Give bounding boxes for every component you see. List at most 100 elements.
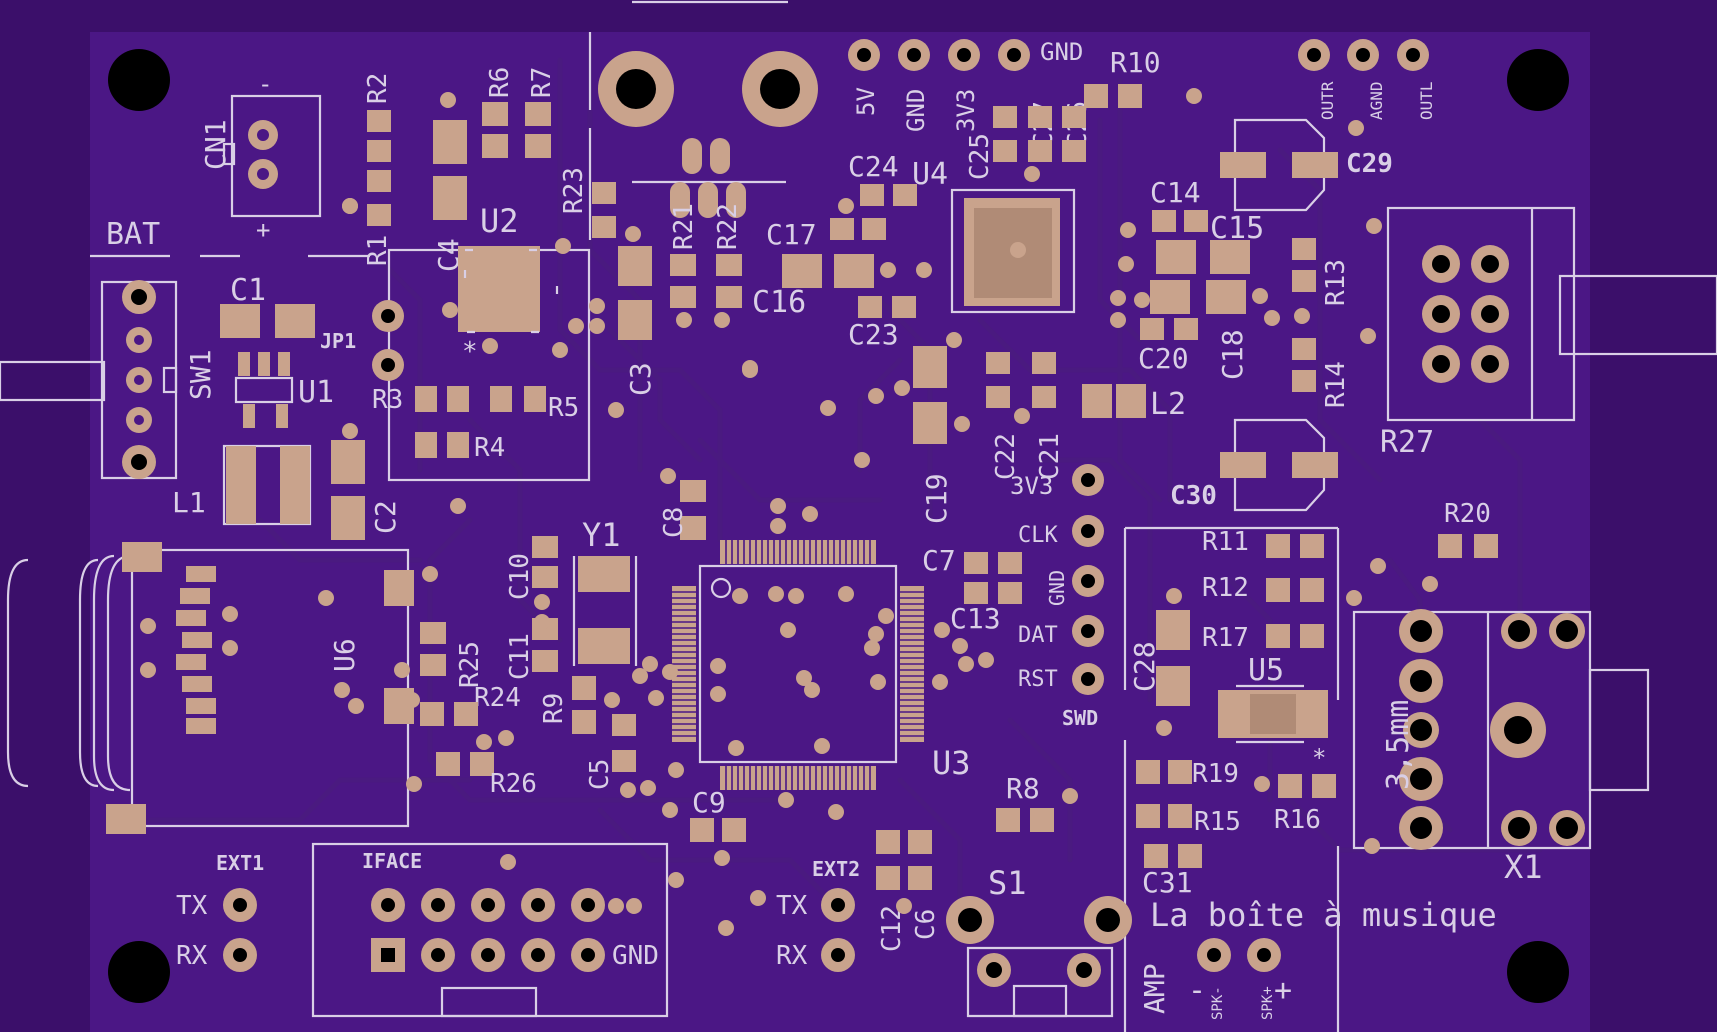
- u5-pin1-marker: *: [1312, 744, 1326, 772]
- r22-label: R22: [713, 203, 743, 250]
- spk-minus: SPK-: [1210, 986, 1226, 1020]
- header-gnd2: GND: [1040, 38, 1083, 66]
- spk-minus-symbol: -: [1188, 973, 1206, 1008]
- c25-label: C25: [965, 133, 995, 180]
- header-gnd: GND: [902, 89, 930, 132]
- spk-plus: SPK+: [1260, 986, 1276, 1020]
- swd-clk: CLK: [1018, 523, 1058, 548]
- outl-label: OUTL: [1417, 81, 1436, 120]
- board-outline: [90, 32, 1590, 1032]
- bat-label: BAT: [106, 217, 160, 252]
- c17-label: C17: [766, 218, 817, 251]
- ext1-tx: TX: [176, 891, 208, 921]
- y1-label: Y1: [582, 516, 621, 554]
- c30-label: C30: [1170, 481, 1217, 511]
- l2-label: L2: [1150, 387, 1186, 422]
- s1-label: S1: [988, 864, 1027, 902]
- swd-gnd: GND: [1045, 570, 1069, 606]
- audio-out-header: OUTR AGND OUTL: [1298, 39, 1436, 120]
- ext1-label: EXT1: [216, 851, 264, 875]
- r11-label: R11: [1202, 527, 1249, 557]
- c28-label: C28: [1128, 641, 1161, 692]
- bat-switch: BAT SW1: [0, 217, 370, 480]
- c10-label: C10: [505, 553, 535, 600]
- r5-label: R5: [548, 393, 579, 423]
- c20-label: C20: [1138, 342, 1189, 375]
- c23-label: C23: [848, 318, 899, 351]
- swd-dat: DAT: [1018, 623, 1058, 648]
- ext1-rx: RX: [176, 941, 208, 971]
- r24-label: R24: [474, 683, 521, 713]
- s1-usb: S1: [946, 864, 1132, 1018]
- r7-label: R7: [527, 67, 557, 98]
- c19-label: C19: [920, 473, 953, 524]
- c22-label: C22: [991, 433, 1021, 480]
- vias: [140, 88, 1438, 936]
- swd-3v3: 3V3: [1010, 472, 1053, 500]
- r21-r23-c3: R23 R21 R22 C3: [559, 138, 746, 396]
- amp-label: AMP: [1138, 963, 1171, 1014]
- r4-label: R4: [474, 433, 505, 463]
- x1-audio-jack: 3,5mm X1: [1352, 609, 1650, 886]
- u3-label: U3: [932, 744, 971, 782]
- iface-label: IFACE: [362, 849, 422, 873]
- ext2-rx: RX: [776, 941, 808, 971]
- header-3v3: 3V3: [952, 89, 980, 132]
- amp-section: R11 R12 R17 C28 U5 * R19 R15 R16 C31: [1123, 526, 1340, 1032]
- r17-label: R17: [1202, 623, 1249, 653]
- c13-label: C13: [950, 602, 1001, 635]
- c6-label: C6: [911, 909, 941, 940]
- r23-label: R23: [559, 167, 589, 214]
- c2-label: C2: [369, 500, 402, 534]
- r19-label: R19: [1192, 759, 1239, 789]
- filter-caps: C14 C15 C20 C18: [1138, 176, 1264, 380]
- sw1-label: SW1: [184, 349, 217, 400]
- c7-label: C7: [922, 544, 956, 577]
- cn1-connector: - + CN1: [199, 70, 322, 244]
- r12-label: R12: [1202, 573, 1249, 603]
- c29-label: C29: [1346, 149, 1393, 179]
- spk-plus-symbol: +: [1274, 973, 1292, 1008]
- cn1-label: CN1: [199, 119, 232, 170]
- c31-label: C31: [1142, 866, 1193, 899]
- r3-label: R3: [372, 385, 403, 415]
- power-section: C1 JP1 U1 L1 C2: [172, 273, 402, 540]
- r9-label: R9: [539, 693, 569, 724]
- c24-label: C24: [848, 150, 899, 183]
- r14-label: R14: [1321, 361, 1351, 408]
- u6-resistors: R25 R24 R26 R9 C5: [420, 622, 636, 799]
- c8-label: C8: [659, 507, 689, 538]
- u4-caps: C17 C16 C23 C24: [752, 150, 917, 351]
- u6-sdcard: U6: [6, 542, 414, 834]
- iface-gnd: GND: [612, 941, 659, 971]
- crystal-section: C8 Y1 C10 C11: [505, 480, 706, 680]
- c21-label: C21: [1035, 433, 1065, 480]
- outr-label: OUTR: [1318, 81, 1337, 120]
- r27-label: R27: [1380, 425, 1434, 460]
- board-title: La boîte à musique: [1150, 896, 1497, 934]
- ext1-header: EXT1 TX RX: [176, 851, 264, 972]
- u4-label: U4: [912, 157, 948, 192]
- r2-label: R2: [363, 73, 393, 104]
- c9-r8: C9 R8: [690, 772, 1054, 842]
- c1-label: C1: [230, 273, 266, 308]
- mounting-holes: [108, 49, 1569, 1003]
- cn1-plus: +: [256, 216, 270, 244]
- r15-label: R15: [1194, 807, 1241, 837]
- cn1-minus: -: [258, 70, 272, 98]
- jp1-label: JP1: [320, 329, 356, 353]
- power-header: 5V GND 3V3 GND: [848, 38, 1083, 132]
- c30-cap: C30: [1170, 418, 1338, 512]
- l1-label: L1: [172, 486, 206, 519]
- r6-label: R6: [485, 67, 515, 98]
- swd-rst: RST: [1018, 667, 1058, 692]
- c5-label: C5: [585, 759, 615, 790]
- ext2-label: EXT2: [812, 857, 860, 881]
- r20-label: R20: [1444, 499, 1491, 529]
- l2-section: L2 C19 C22 C21: [913, 346, 1186, 524]
- iface-header: IFACE GND: [311, 842, 669, 1018]
- r8-label: R8: [1006, 772, 1040, 805]
- c3-label: C3: [624, 362, 657, 396]
- r13-label: R13: [1321, 259, 1351, 306]
